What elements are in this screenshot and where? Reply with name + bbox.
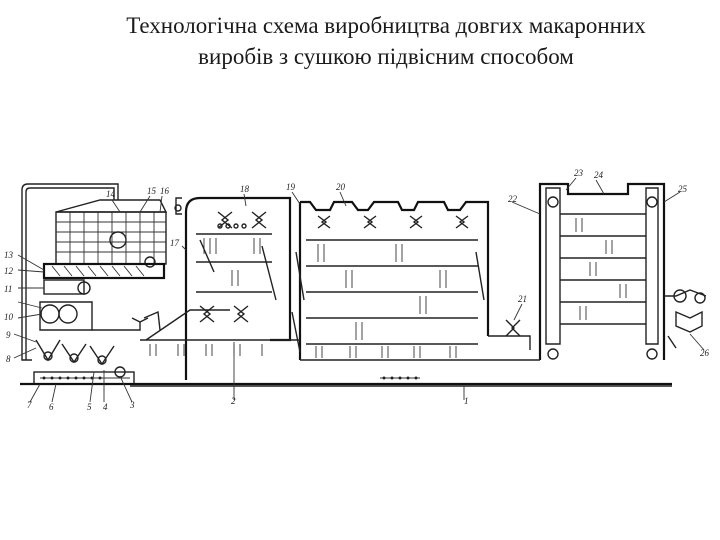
- label-18: 18: [240, 184, 250, 194]
- slide-title: Технологічна схема виробництва довгих ма…: [0, 10, 720, 72]
- label-6: 6: [49, 402, 54, 412]
- label-19: 19: [286, 182, 296, 192]
- leader-lines: [13, 177, 705, 403]
- label-7: 7: [27, 400, 32, 410]
- main-dryer-section: [291, 200, 531, 360]
- label-1: 1: [464, 396, 469, 406]
- title-line-2: виробів з сушкою підвісним способом: [198, 44, 574, 69]
- title-line-1: Технологічна схема виробництва довгих ма…: [126, 13, 646, 38]
- label-22: 22: [508, 194, 518, 204]
- predryer-section: [143, 196, 292, 380]
- label-2: 2: [231, 396, 236, 406]
- label-8: 8: [6, 354, 11, 364]
- label-11: 11: [4, 284, 12, 294]
- label-12: 12: [4, 266, 14, 276]
- label-10: 10: [4, 312, 14, 322]
- label-20: 20: [336, 182, 346, 192]
- label-24: 24: [594, 170, 604, 180]
- base-conveyors: [20, 339, 672, 387]
- cutter-section: [664, 289, 707, 349]
- label-3: 3: [129, 400, 135, 410]
- label-23: 23: [574, 168, 584, 178]
- label-25: 25: [678, 184, 688, 194]
- label-17: 17: [170, 238, 180, 248]
- label-9: 9: [6, 330, 11, 340]
- label-5: 5: [87, 402, 92, 412]
- label-14: 14: [106, 189, 116, 199]
- press-section: [21, 183, 168, 385]
- label-26: 26: [700, 348, 710, 358]
- label-21: 21: [518, 294, 527, 304]
- label-13: 13: [4, 250, 14, 260]
- label-15: 15: [147, 186, 157, 196]
- label-4: 4: [103, 402, 108, 412]
- final-dryer-section: [538, 182, 666, 360]
- label-16: 16: [160, 186, 170, 196]
- number-labels: 1 2 3 4 5 6 7 8 9 10 11 12 13 14 15 16 1…: [4, 168, 710, 412]
